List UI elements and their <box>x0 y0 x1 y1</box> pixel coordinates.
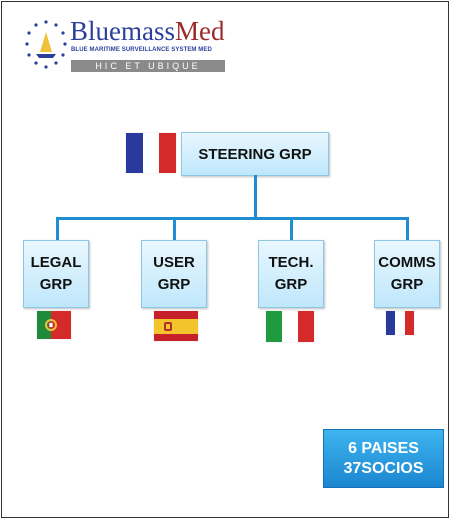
logo-subtitle: BLUE MARITIME SURVEILLANCE SYSTEM MED <box>71 47 212 53</box>
connector-comms <box>406 217 409 240</box>
stars-ship-icon <box>25 20 67 69</box>
connector-bus <box>56 217 409 220</box>
spain-flag <box>154 311 198 341</box>
legal-group-box: LEGAL GRP <box>23 240 89 308</box>
partners-info-box: 6 PAISES 37SOCIOS <box>323 429 444 488</box>
spain-emblem-icon <box>164 322 172 331</box>
steering-group-box: STEERING GRP <box>181 132 329 176</box>
france-flag <box>126 133 176 173</box>
connector-tech <box>290 217 293 240</box>
portugal-flag <box>37 311 71 339</box>
italy-flag <box>266 311 314 342</box>
portugal-emblem-icon <box>45 319 57 331</box>
logo-title-bluemass: Bluemass <box>70 16 175 46</box>
logo-motto: HIC ET UBIQUE <box>71 60 225 72</box>
tech-group-box: TECH. GRP <box>258 240 324 308</box>
user-group-box: USER GRP <box>141 240 207 308</box>
countries-count: 6 PAISES <box>348 439 419 457</box>
logo-title: BluemassMed <box>70 16 225 46</box>
logo-title-med: Med <box>175 16 225 46</box>
bluemassmed-logo: BluemassMed BLUE MARITIME SURVEILLANCE S… <box>24 12 234 82</box>
france-flag-small <box>386 311 414 335</box>
connector-legal <box>56 217 59 240</box>
comms-group-box: COMMS GRP <box>374 240 440 308</box>
connector-user <box>173 217 176 240</box>
partners-count: 37SOCIOS <box>343 459 424 477</box>
connector-trunk <box>254 175 257 219</box>
